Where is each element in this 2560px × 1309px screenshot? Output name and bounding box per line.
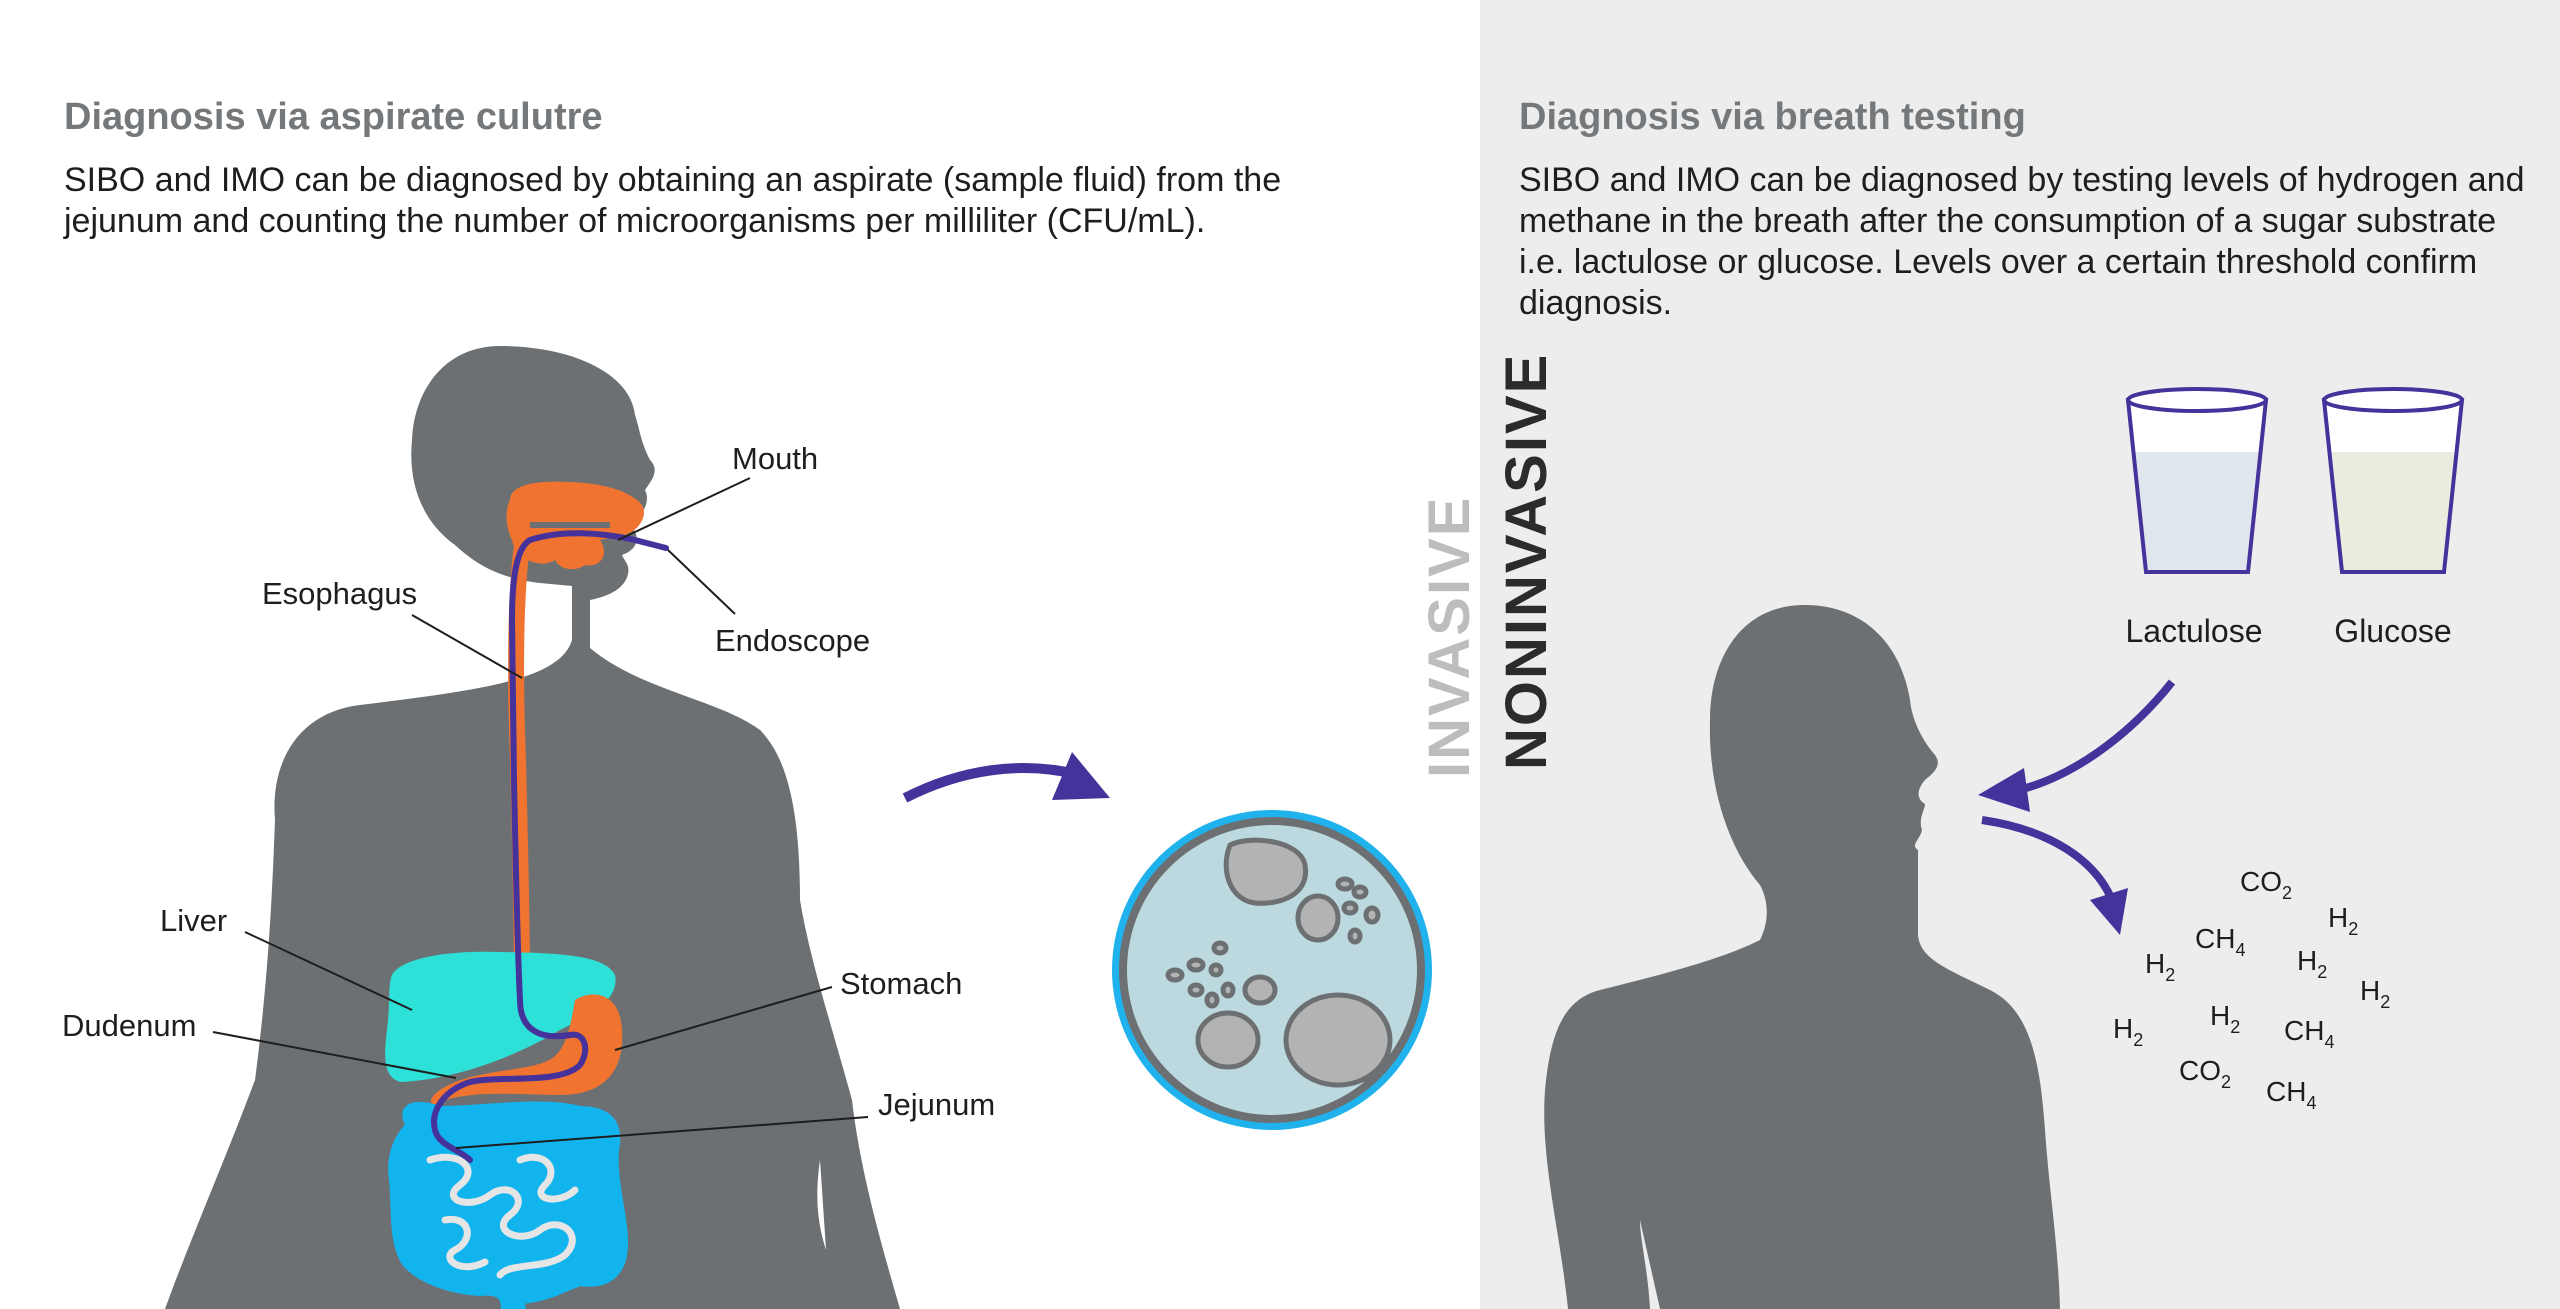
left-body-silhouette (165, 346, 900, 1309)
gas-label: H2 (2297, 945, 2327, 982)
petri-dish (1112, 810, 1432, 1130)
cup-label-lactulose: Lactulose (2126, 613, 2263, 649)
stomach-organ (430, 994, 623, 1105)
label-liver: Liver (160, 903, 227, 938)
exhale-arrowhead (2090, 888, 2128, 935)
cup-label-glucose: Glucose (2334, 613, 2451, 649)
aspirate-description: SIBO and IMO can be diagnosed by obtaini… (64, 161, 1282, 240)
invasive-axis-label: INVASIVE (1417, 495, 1482, 778)
breath-heading: Diagnosis via breath testing (1519, 96, 2026, 138)
gas-label: CO2 (2240, 866, 2292, 903)
gas-label: H2 (2328, 902, 2358, 939)
esophagus-tube (508, 537, 530, 988)
aspirate-heading: Diagnosis via aspirate culutre (64, 96, 603, 138)
gas-label: CH4 (2284, 1015, 2334, 1052)
large-intestine (388, 1101, 629, 1309)
exhale-arrow (1981, 816, 2116, 902)
gas-label: H2 (2360, 975, 2390, 1012)
endoscope-line (431, 530, 669, 1163)
noninvasive-axis-label: NONINVASIVE (1494, 352, 1559, 770)
gas-label: CH4 (2266, 1076, 2316, 1113)
gas-label: CO2 (2179, 1055, 2231, 1092)
lactulose-cup (2125, 387, 2269, 574)
label-jejunum: Jejunum (878, 1087, 995, 1122)
aspirate-arrowhead (1052, 752, 1110, 800)
aspirate-arrow (902, 763, 1082, 803)
liver-organ (385, 951, 616, 1082)
gas-label: H2 (2210, 1000, 2240, 1037)
small-intestine (426, 1153, 579, 1279)
label-stomach: Stomach (840, 966, 962, 1001)
label-dudenum: Dudenum (62, 1008, 196, 1043)
substrate-arrowhead (1978, 768, 2030, 812)
gas-label: H2 (2145, 948, 2175, 985)
label-pointers (212, 477, 869, 1149)
label-endoscope: Endoscope (715, 623, 870, 658)
breath-gases: CO2 H2 CH4 H2 H2 H2 H2 H2 CH4 CO2 CH4 (2113, 866, 2390, 1113)
gas-label: H2 (2113, 1013, 2143, 1050)
breath-description: SIBO and IMO can be diagnosed by testing… (1519, 161, 2525, 322)
label-esophagus: Esophagus (262, 576, 417, 611)
gas-label: CH4 (2195, 923, 2245, 960)
right-body-silhouette (1544, 605, 2060, 1309)
substrate-arrow (2009, 679, 2176, 796)
label-mouth: Mouth (732, 441, 818, 476)
glucose-cup (2321, 387, 2465, 574)
